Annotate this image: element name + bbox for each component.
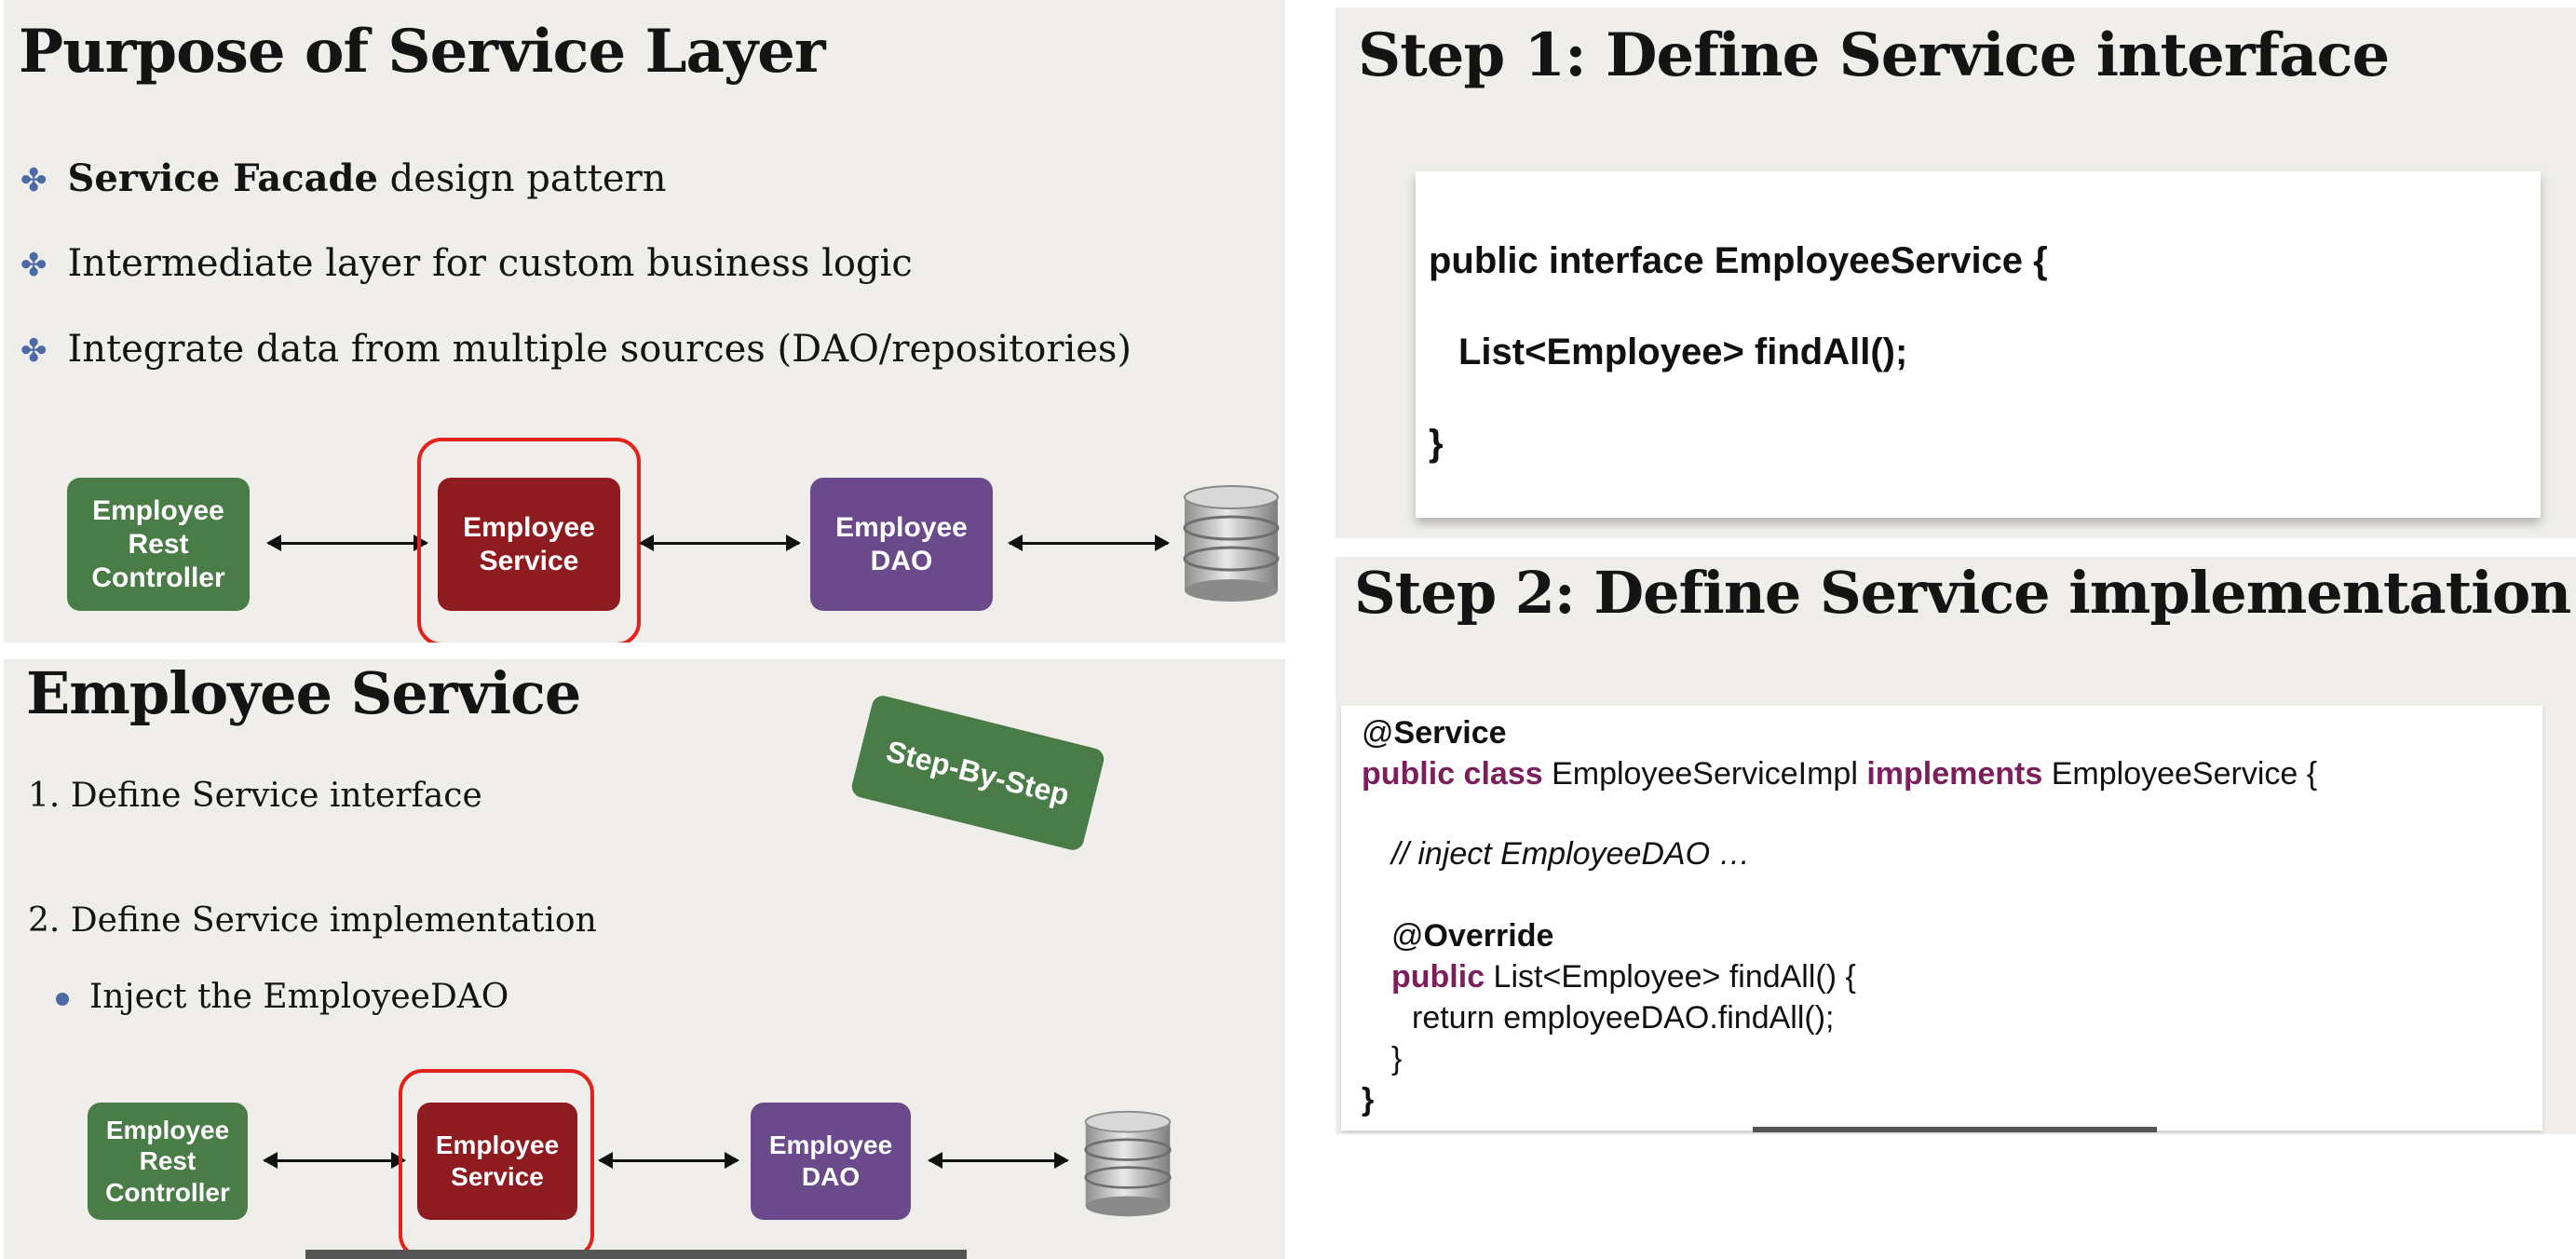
sub-bullet: Inject the EmployeeDAO [56, 978, 508, 1016]
code-line: List<Employee> findAll(); [1458, 332, 1908, 372]
code-comment: // inject EmployeeDAO … [1391, 836, 1751, 872]
code-line: @Service [1362, 715, 1507, 751]
bullet-star-icon: ✤ [20, 162, 47, 199]
bullet-item: ✤Service Facade design pattern [20, 156, 667, 200]
bullet-star-icon: ✤ [20, 332, 47, 370]
database-icon [1084, 1110, 1172, 1217]
employee-dao-box: Employee DAO [810, 478, 993, 611]
step-by-step-badge: Step-By-Step [849, 693, 1106, 853]
employee-rest-controller-box: Employee Rest Controller [88, 1103, 248, 1220]
bottom-bar [305, 1250, 967, 1259]
employee-rest-controller-box: Employee Rest Controller [67, 478, 250, 611]
code-line: public interface EmployeeService { [1429, 240, 2048, 281]
arrow-service-dao [598, 1152, 739, 1169]
code-line: return employeeDAO.findAll(); [1412, 1000, 1835, 1036]
slide-step1-define-service-interface: Step 1: Define Service interface public … [1335, 7, 2576, 538]
employee-dao-box: Employee DAO [751, 1103, 911, 1220]
employee-service-box: Employee Service [417, 1103, 577, 1220]
bullet-item: ✤Integrate data from multiple sources (D… [20, 328, 1132, 371]
slide-title: Purpose of Service Layer [19, 17, 826, 87]
employee-service-box: Employee Service [438, 478, 620, 611]
slide-purpose-of-service-layer: Purpose of Service Layer ✤Service Facade… [4, 0, 1285, 643]
database-icon [1183, 485, 1280, 602]
step-item: 1. Define Service interface [28, 777, 482, 815]
arrow-controller-service [263, 1152, 406, 1169]
bullet-item: ✤Intermediate layer for custom business … [20, 242, 913, 285]
code-box: public interface EmployeeService { List<… [1416, 171, 2541, 518]
bullet-dot-icon [56, 993, 69, 1006]
slide-title: Step 2: Define Service implementation [1354, 559, 2571, 627]
arrow-service-dao [639, 535, 801, 551]
code-line: } [1362, 1082, 1375, 1117]
code-line: public List<Employee> findAll() { [1391, 959, 1856, 995]
arrow-dao-database [1008, 535, 1170, 551]
code-box: @Service public class EmployeeServiceImp… [1341, 706, 2542, 1130]
bottom-bar [1753, 1127, 2157, 1132]
code-line: } [1391, 1041, 1403, 1076]
slide-step2-define-service-implementation: Step 2: Define Service implementation @S… [1335, 557, 2576, 1134]
code-line: @Override [1391, 918, 1554, 954]
arrow-controller-service [266, 535, 428, 551]
slide-title: Step 1: Define Service interface [1358, 20, 2390, 90]
code-line: } [1429, 423, 1444, 464]
slide-title: Employee Service [26, 659, 581, 727]
arrow-dao-database [928, 1152, 1069, 1169]
step-item: 2. Define Service implementation [28, 901, 597, 940]
slide-employee-service: Employee Service Step-By-Step 1. Define … [4, 659, 1285, 1259]
bullet-star-icon: ✤ [20, 247, 47, 284]
code-line: public class EmployeeServiceImpl impleme… [1362, 756, 2318, 792]
